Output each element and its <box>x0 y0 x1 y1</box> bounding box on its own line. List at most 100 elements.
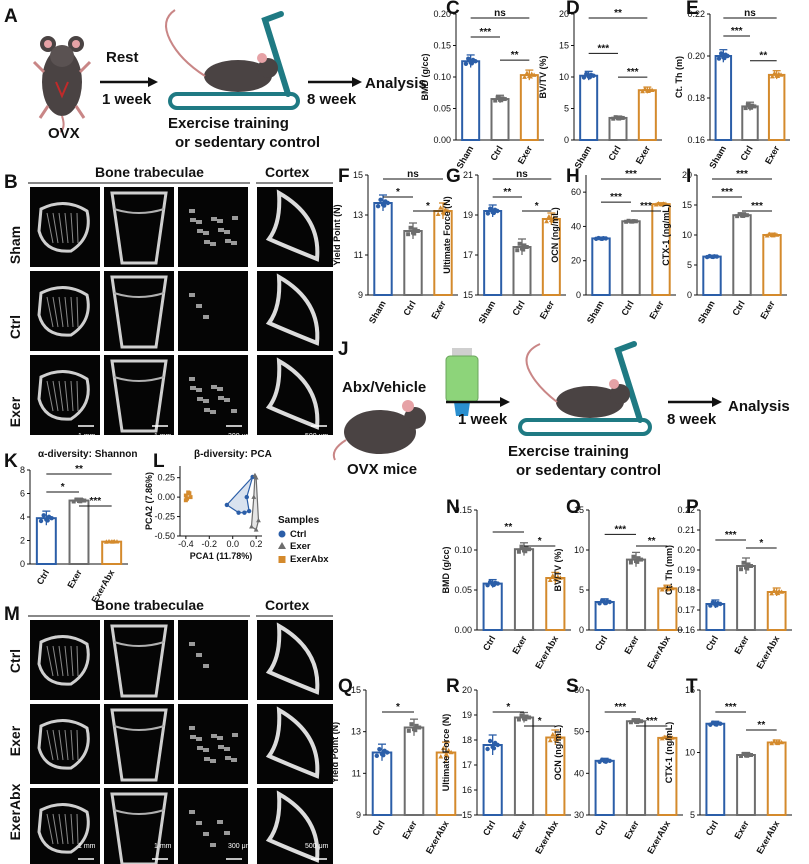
y-axis-label: OCN (ng/mL) <box>550 207 560 263</box>
data-point <box>748 564 753 568</box>
data-point <box>523 549 528 554</box>
panel-j: J Abx/Vehicle OVX mice 1 week Exercise t… <box>332 339 790 479</box>
y-tick-label: 20 <box>462 685 472 695</box>
row-label-exer: Exer <box>7 725 23 756</box>
panel-letter: J <box>338 339 349 360</box>
rest-label: Rest <box>106 49 139 66</box>
panel-letter: T <box>686 676 698 697</box>
trabecular-3d-fragment <box>203 664 209 668</box>
bar-ctrl <box>741 105 759 141</box>
data-point <box>527 547 532 552</box>
trabecular-3d-fragment <box>203 832 209 836</box>
trabecula <box>70 380 74 412</box>
bar-exerabx <box>766 741 787 816</box>
data-point <box>381 752 386 758</box>
x-tick-label: 0.0 <box>226 539 239 549</box>
data-point <box>522 243 527 248</box>
data-point <box>491 210 497 216</box>
data-point <box>41 513 46 518</box>
trabecular-3d-fragment <box>210 242 216 246</box>
micro-ct-image <box>178 704 248 784</box>
row-label-exerabx: ExerAbx <box>7 783 23 840</box>
bone-longitudinal-section <box>110 275 168 349</box>
data-point <box>409 722 414 727</box>
panel-letter-k: K <box>4 451 18 472</box>
trabecula <box>58 380 64 412</box>
data-point <box>491 746 497 751</box>
data-point <box>74 497 79 502</box>
data-point <box>775 740 781 746</box>
panel-letter: G <box>446 166 461 187</box>
trabecular-3d-fragment <box>190 386 196 390</box>
y-tick-label: 0.15 <box>433 41 451 51</box>
micro-ct-image <box>104 355 174 435</box>
arrowhead <box>148 77 158 87</box>
significance-label: *** <box>614 524 626 535</box>
y-axis-label: BV/TV (%) <box>538 55 548 98</box>
y-tick-label: 10 <box>682 230 692 240</box>
data-point <box>495 742 500 748</box>
data-point <box>382 203 387 208</box>
trabecula <box>64 729 69 761</box>
x-tick-label: Ctrl <box>481 819 497 837</box>
row-label-ctrl: Ctrl <box>7 649 23 673</box>
panel-m: M Bone trabeculae Cortex Ctrl Exer ExerA… <box>4 597 333 864</box>
significance-label: * <box>506 702 510 713</box>
ovx-mouse-icon <box>32 36 92 133</box>
x-tick-label: 0.2 <box>250 539 263 549</box>
trabecular-3d-fragment <box>189 293 195 297</box>
panel-letter: O <box>566 497 581 518</box>
y-tick-label: 0.18 <box>687 93 705 103</box>
data-point <box>441 210 447 216</box>
y-axis-label: Ct. Th (mm) <box>664 545 674 595</box>
y-tick-label: 9 <box>358 290 363 300</box>
data-point <box>764 233 770 238</box>
data-point <box>499 98 504 103</box>
y-tick-label: 5 <box>690 810 695 820</box>
bar-exer <box>762 234 782 296</box>
data-point <box>495 95 500 100</box>
data-point <box>752 104 757 109</box>
panel-letter: P <box>686 497 699 518</box>
significance-label: *** <box>646 716 658 727</box>
data-point <box>438 205 443 210</box>
y-tick-label: 0 <box>687 290 692 300</box>
y-tick-label: 8 <box>20 465 25 475</box>
scale-bar-label: 1 mm <box>78 843 96 850</box>
data-point <box>246 508 252 514</box>
panel-letter: Q <box>338 676 353 697</box>
y-tick-label: 0.00 <box>454 625 472 635</box>
bar-ctrl <box>594 601 615 631</box>
x-tick-label: Ctrl <box>704 819 720 837</box>
bar-sham <box>591 237 611 297</box>
trabecula <box>76 380 79 412</box>
cortex-header: Cortex <box>265 164 310 180</box>
treatment-label: Abx/Vehicle <box>342 379 426 396</box>
data-point <box>778 72 784 77</box>
data-point <box>469 61 475 66</box>
bone-trabeculae-header: Bone trabeculae <box>95 597 204 613</box>
x-tick-label: Sham <box>707 144 728 170</box>
data-point <box>624 219 629 224</box>
data-point <box>779 739 785 745</box>
y-tick-label: 0.18 <box>677 585 695 595</box>
bone-cross-section <box>37 803 90 854</box>
significance-label: ** <box>504 522 512 533</box>
data-point <box>516 549 521 554</box>
data-point <box>722 55 727 61</box>
trabecular-3d-fragment <box>210 410 216 414</box>
trabecular-3d-fragment <box>203 315 209 319</box>
data-point <box>670 735 675 740</box>
y-tick-label: 15 <box>685 685 695 695</box>
x-tick-label: Exer <box>65 568 84 590</box>
x-tick-label: ExerAbx <box>754 819 781 856</box>
y-axis-label: PCA2 (7.86%) <box>144 472 154 530</box>
duration-label: 8 week <box>307 91 357 108</box>
bar-sham <box>373 202 393 296</box>
data-point <box>642 86 648 91</box>
data-point <box>435 211 441 216</box>
data-point <box>517 241 522 246</box>
